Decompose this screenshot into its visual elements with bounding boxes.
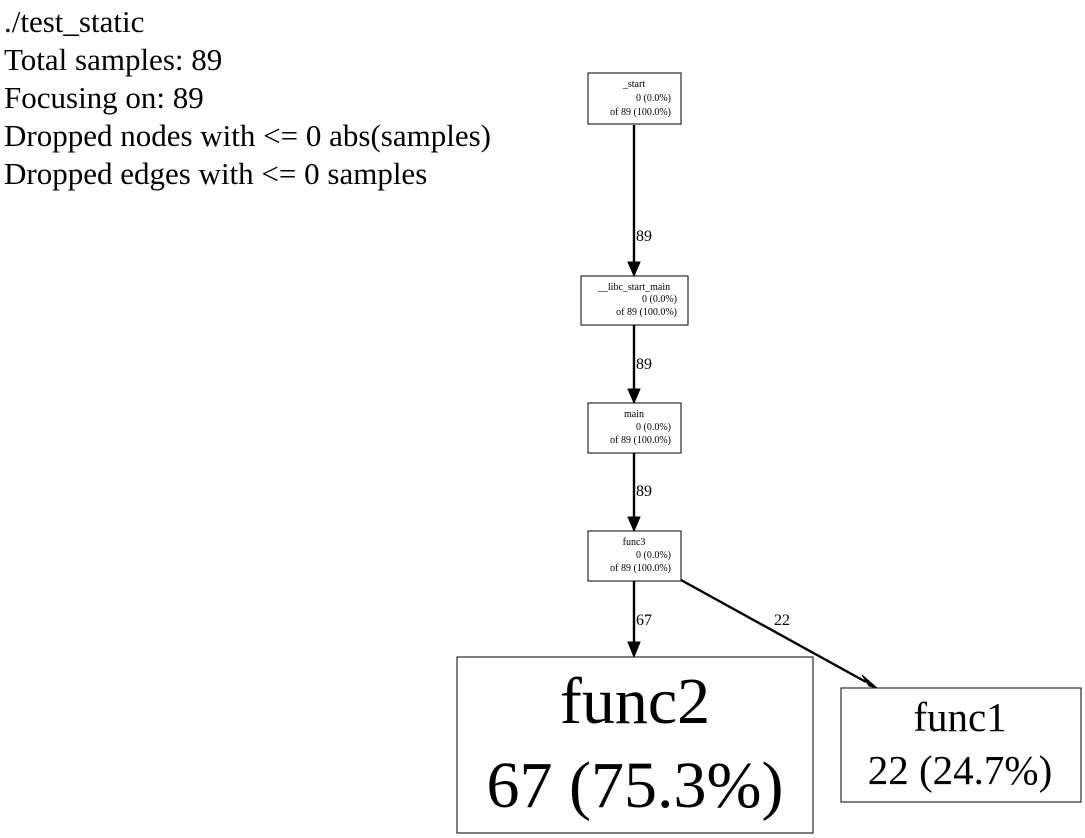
node-start[interactable]: _start 0 (0.0%) of 89 (100.0%) [587,72,682,125]
edge-func3-func2[interactable]: 67 [627,581,652,659]
legend-program: ./test_static [4,4,145,39]
edge-main-func3[interactable]: 89 [627,453,652,533]
legend-dropped-nodes: Dropped nodes with <= 0 abs(samples) [4,118,491,153]
edge-label-func3-func1: 22 [774,612,790,629]
legend-dropped-edges: Dropped edges with <= 0 samples [4,156,428,191]
node-main-flat: 0 (0.0%) [636,422,671,433]
node-func3[interactable]: func3 0 (0.0%) of 89 (100.0%) [587,530,682,582]
node-func3-cum: of 89 (100.0%) [610,563,671,574]
node-func1-name: func1 [913,694,1006,740]
edge-func3-func1[interactable]: 22 [680,578,878,689]
node-start-name: _start [622,79,645,90]
edge-libc-main[interactable]: 89 [627,325,652,405]
node-func2-name: func2 [560,665,710,738]
node-main-cum: of 89 (100.0%) [610,435,671,446]
edge-label-start-libc: 89 [636,228,652,245]
node-func2-flat: 67 (75.3%) [487,749,784,822]
node-libc-start-main[interactable]: __libc_start_main 0 (0.0%) of 89 (100.0%… [580,275,689,326]
edge-label-libc-main: 89 [636,356,652,373]
legend-total-samples: Total samples: 89 [4,42,223,77]
edge-label-main-func3: 89 [636,483,652,500]
node-func3-flat: 0 (0.0%) [636,550,671,561]
node-func1[interactable]: func1 22 (24.7%) [840,687,1082,803]
node-main-name: main [624,409,644,420]
node-func1-flat: 22 (24.7%) [868,747,1052,793]
graph-legend: ./test_static Total samples: 89 Focusing… [4,3,491,193]
node-libc-start-main-cum: of 89 (100.0%) [616,307,677,318]
node-libc-start-main-flat: 0 (0.0%) [642,294,677,305]
edge-label-func3-func2: 67 [636,612,652,629]
legend-focusing: Focusing on: 89 [4,80,204,115]
node-start-cum: of 89 (100.0%) [610,107,671,118]
node-func3-name: func3 [623,537,646,548]
edge-start-libc[interactable]: 89 [627,125,652,278]
node-start-flat: 0 (0.0%) [636,93,671,104]
node-libc-start-main-name: __libc_start_main [597,282,670,293]
node-func2[interactable]: func2 67 (75.3%) [456,656,814,834]
node-main[interactable]: main 0 (0.0%) of 89 (100.0%) [587,402,682,454]
